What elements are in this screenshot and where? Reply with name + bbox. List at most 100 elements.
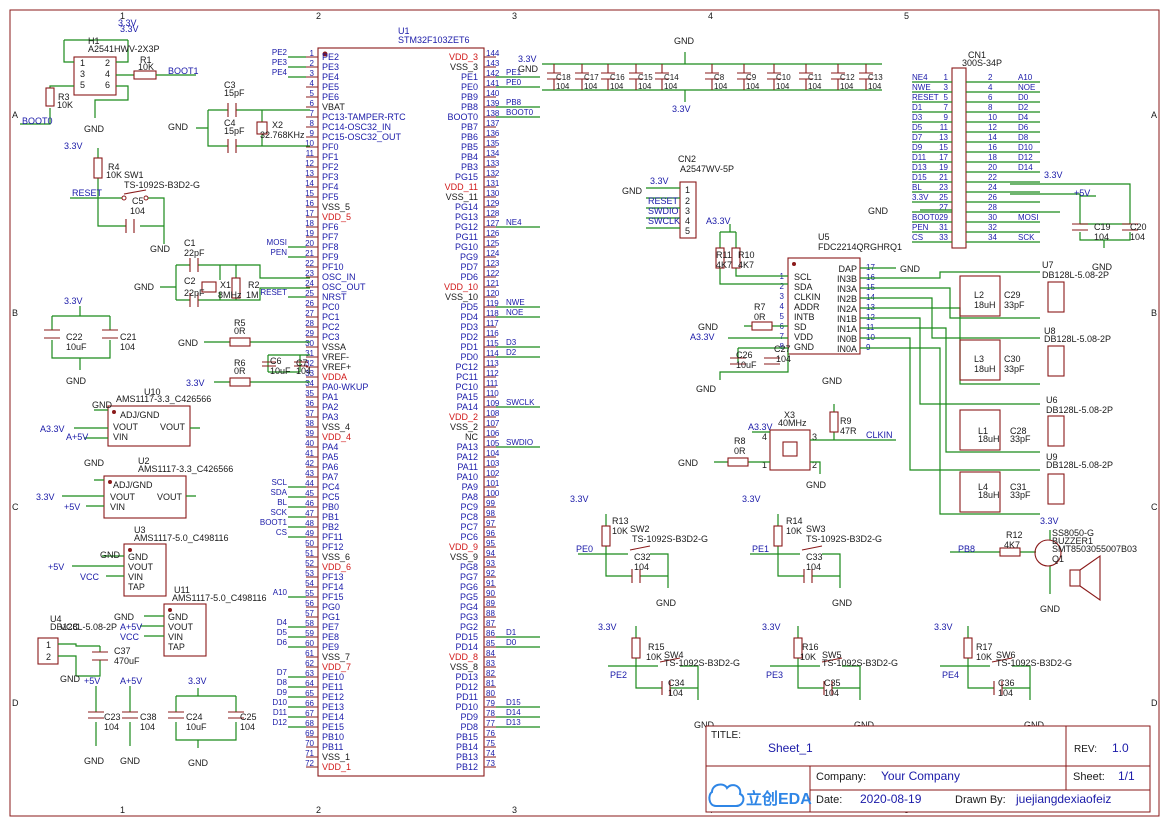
mcu-pin-number: 7 — [310, 109, 315, 118]
fdc-pin-name: SD — [794, 322, 807, 332]
l3-label: L3 — [974, 354, 984, 364]
mcu-net-label: D1 — [506, 628, 517, 637]
r14-val: 10K — [786, 526, 802, 536]
mcu-pin-name: PF7 — [322, 232, 339, 242]
net-3v3-sw5: 3.3V — [762, 622, 781, 632]
bottom-decoupling — [88, 686, 244, 748]
mcu-pin-number: 105 — [486, 439, 500, 448]
key-wire — [770, 626, 861, 700]
mcu-pin-name: PA10 — [457, 472, 478, 482]
decoupling-cap — [831, 64, 845, 90]
mcu-net-label: SWCLK — [506, 398, 535, 407]
mcu-pin-name: PG8 — [460, 562, 478, 572]
mcu-pin-name: PA13 — [457, 442, 478, 452]
mcu-pin-number: 135 — [486, 139, 500, 148]
mcu-net-label: BOOT1 — [260, 518, 288, 527]
cn1-pin-even: 26 — [988, 193, 997, 202]
key-switch — [991, 657, 1013, 695]
mcu-pin-name: PB0 — [322, 502, 339, 512]
mcu-pin-name: PC15-OSC32_OUT — [322, 132, 402, 142]
svg-text:1: 1 — [46, 640, 51, 650]
cn1-pin-odd: 21 — [939, 173, 948, 182]
l4-val: 18uH — [978, 490, 1000, 500]
mcu-pin-number: 123 — [486, 259, 500, 268]
decoupling-cap-ref: C11 — [808, 73, 823, 82]
mcu-pin-name: VSSA — [322, 342, 346, 352]
r5-label: R5 — [234, 318, 246, 328]
mcu-net-label: D7 — [277, 668, 288, 677]
c5-label: C5 — [132, 196, 144, 206]
mcu-pin-number: 3 — [310, 69, 315, 78]
key-wire — [578, 514, 669, 588]
x3-oscillator: 4 3 1 2 — [714, 404, 896, 474]
power-input-u4: 1 2 — [37, 637, 108, 677]
mcu-pin-name: PB13 — [456, 752, 478, 762]
key-pullup — [631, 637, 641, 659]
lc-tanks — [860, 271, 1040, 515]
svg-text:3: 3 — [812, 432, 817, 442]
net-3v3-cn1: 3.3V — [1044, 170, 1063, 180]
x3-val: 40MHz — [778, 418, 807, 428]
mcu-pin-name: PD12 — [455, 682, 478, 692]
cn1-pin-odd: 1 — [944, 73, 949, 82]
mcu-pin-number: 75 — [486, 739, 495, 748]
l1-label: L1 — [978, 426, 988, 436]
frame-row-left: D — [12, 698, 19, 708]
fdc-body — [787, 257, 861, 355]
mcu-pin-number: 106 — [486, 429, 500, 438]
svg-text:TAP: TAP — [128, 582, 145, 592]
c26-val: 10uF — [736, 360, 757, 370]
boot0-net: BOOT0 — [22, 116, 53, 126]
mcu-pin-number: 71 — [305, 749, 314, 758]
mcu-pin-number: 128 — [486, 209, 500, 218]
mcu-pin-number: 27 — [305, 309, 314, 318]
c4-label: C4 — [224, 118, 236, 128]
mcu-pin-number: 91 — [486, 579, 495, 588]
gnd-x2: GND — [168, 122, 189, 132]
c25-label: C25 — [240, 712, 257, 722]
cn1-pin-odd: 13 — [939, 133, 948, 142]
mcu-pin-number: 43 — [305, 469, 314, 478]
mcu-pin-number: 109 — [486, 399, 500, 408]
r10-label: R10 — [738, 250, 755, 260]
mcu-pin-name: PG7 — [460, 572, 478, 582]
mcu-pin-name: PD15 — [455, 632, 478, 642]
svg-text:ADJ/GND: ADJ/GND — [120, 410, 160, 420]
mcu-pin-number: 133 — [486, 159, 500, 168]
mcu-pin-name: PF10 — [322, 262, 344, 272]
cn2-swd-connector: 1 2 3 4 5 — [646, 181, 697, 239]
mcu-pin-number: 110 — [486, 389, 499, 398]
r17-val: 10K — [976, 652, 992, 662]
mcu-pin-name: PG5 — [460, 592, 478, 602]
frame-row-right: C — [1151, 502, 1158, 512]
c20-val: 104 — [1130, 232, 1145, 242]
decoupling-cap-ref: C8 — [714, 73, 725, 82]
mcu-pin-number: 102 — [486, 469, 500, 478]
cn2-ref: CN2 — [678, 154, 696, 164]
gnd-sw4: GND — [694, 720, 715, 730]
decoupling-cap — [655, 64, 669, 90]
r4-label: R4 — [108, 162, 120, 172]
swdio-cn2: SWDIO — [648, 206, 679, 216]
pe1-net: PE1 — [752, 544, 769, 554]
mcu-pin-name: NC — [465, 432, 478, 442]
cn1-pin-even: 8 — [988, 103, 993, 112]
frame-col-top: 4 — [708, 11, 713, 21]
frame-row-right: D — [1151, 698, 1158, 708]
schematic-labels: 3.3V3.3VR110KR310KBOOT1BOOT0GNDC315pFC41… — [22, 18, 1147, 768]
cn1-pin-even: 18 — [988, 153, 997, 162]
mcu-pin-name: VDD_8 — [449, 652, 478, 662]
cn1-net-left: BOOT0 — [912, 213, 940, 222]
svg-text:6: 6 — [105, 80, 110, 90]
cn1-pin-odd: 31 — [939, 223, 948, 232]
vcc-u4: VCC — [60, 622, 80, 632]
cn1-pin-even: 32 — [988, 223, 997, 232]
mcu-pin-number: 88 — [486, 609, 495, 618]
mcu-pin-number: 116 — [486, 329, 499, 338]
mcu-net-label: D6 — [277, 638, 288, 647]
c37-label: C37 — [114, 646, 131, 656]
mcu-net-label: D3 — [506, 338, 517, 347]
r9-label: R9 — [840, 416, 852, 426]
mcu-pin-name: PE7 — [322, 622, 339, 632]
